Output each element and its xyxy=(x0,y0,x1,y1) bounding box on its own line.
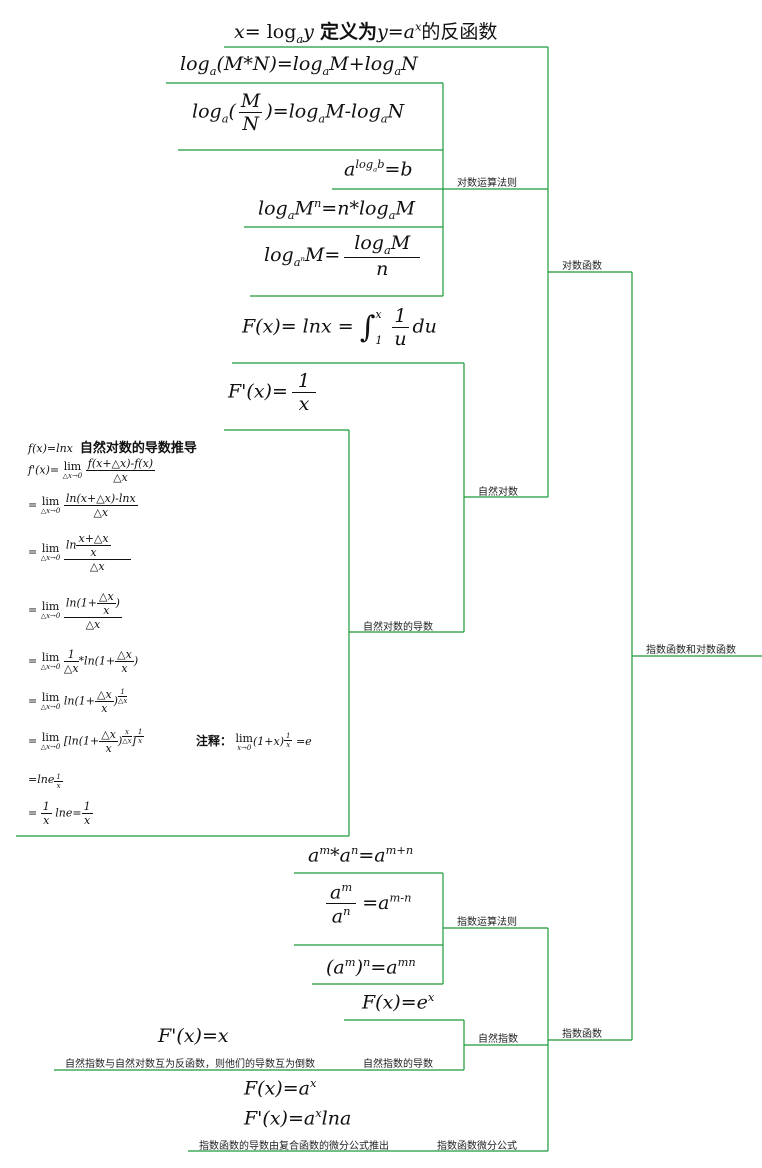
exp-fn-label[interactable]: 指数函数 xyxy=(562,1029,602,1040)
natural-exp-label[interactable]: 自然指数 xyxy=(478,1034,518,1045)
natural-log-label[interactable]: 自然对数 xyxy=(478,487,518,498)
proof-line-1: f'(x)= lim△x→0 f(x+△x)-f(x)△x xyxy=(28,457,156,484)
exp-function: F(x)=ax xyxy=(244,1076,317,1100)
log-rule-product: loga(M*N)=logaM+logaN xyxy=(180,53,418,78)
exp-rules-label[interactable]: 指数运算法则 xyxy=(457,917,517,928)
exp-derivative-label[interactable]: 自然指数的导数 xyxy=(363,1059,433,1070)
proof-line-2: = lim△x→0 ln(x+△x)-lnx△x xyxy=(28,492,138,519)
exp-function-derivative: F'(x)=axlna xyxy=(244,1106,352,1130)
exp-calculus-label[interactable]: 指数函数微分公式 xyxy=(437,1141,517,1152)
exp-calculus-note: 指数函数的导数由复合函数的微分公式推出 xyxy=(199,1141,389,1152)
proof-head: f(x)=lnx 自然对数的导数推导 xyxy=(28,441,197,456)
exp-rule-power: (am)n=amn xyxy=(326,955,416,979)
exp-derivative-note: 自然指数与自然对数互为反函数，则他们的导数互为倒数 xyxy=(65,1059,315,1070)
natural-exp-definition: F(x)=ex xyxy=(362,990,435,1014)
exp-derivative-result: F'(x)=x xyxy=(158,1025,229,1047)
ln-derivative-label[interactable]: 自然对数的导数 xyxy=(363,622,433,633)
log-rule-power: logaMn=n*logaM xyxy=(258,196,415,223)
log-fn-label[interactable]: 对数函数 xyxy=(562,261,602,272)
log-definition: x= logay 定义为y=ax的反函数 xyxy=(234,19,498,46)
log-rules-label[interactable]: 对数运算法则 xyxy=(457,178,517,189)
root-label[interactable]: 指数函数和对数函数 xyxy=(646,645,736,656)
exp-rule-product: am*an=am+n xyxy=(308,843,414,867)
log-rule-identity: alogab=b xyxy=(344,157,413,181)
